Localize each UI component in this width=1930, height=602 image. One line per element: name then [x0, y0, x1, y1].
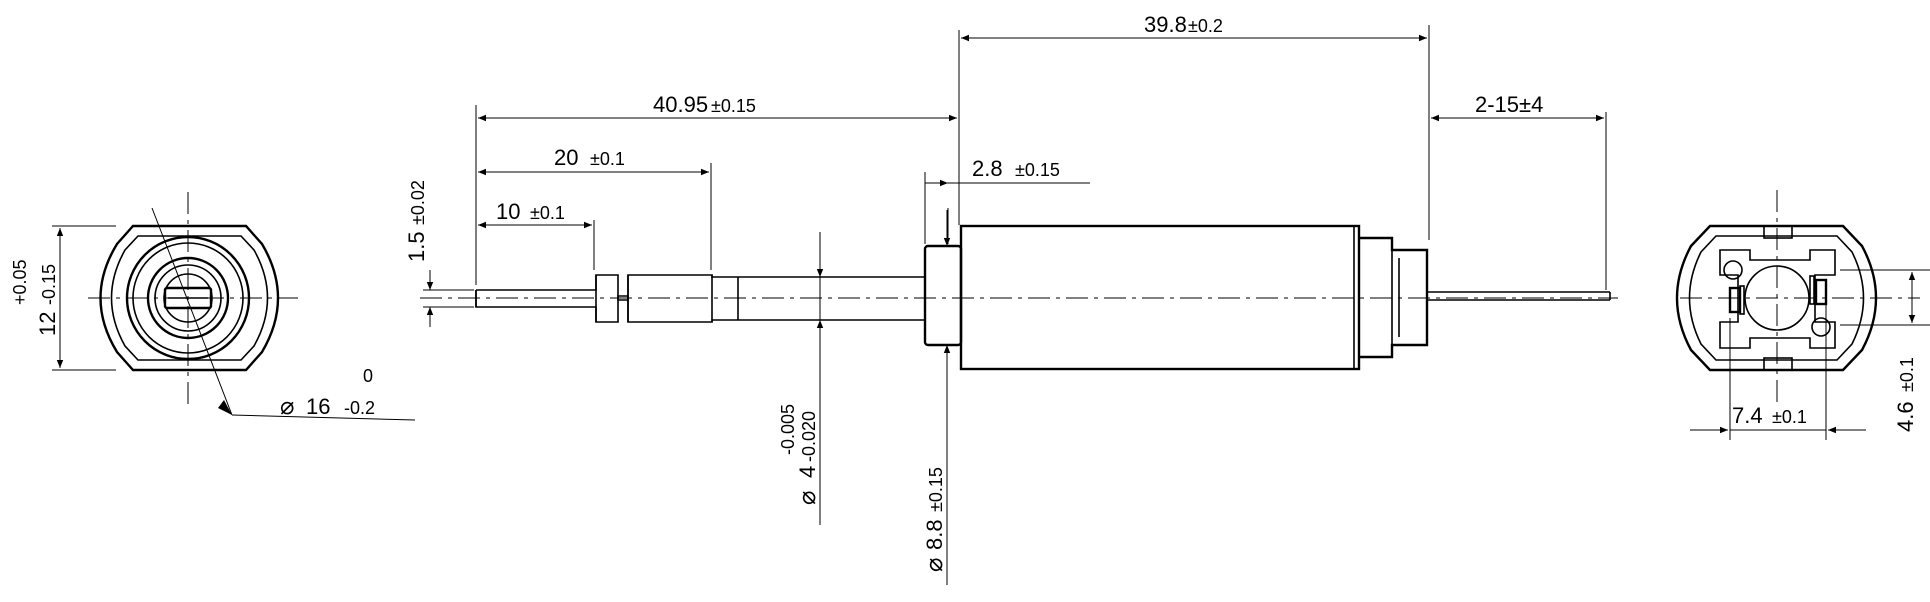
svg-text:+0.05: +0.05	[10, 259, 30, 305]
side-view	[420, 224, 1618, 371]
svg-text:1.5: 1.5	[404, 231, 429, 262]
svg-text:⌀: ⌀	[280, 392, 294, 420]
dim-2-15: 2-15±4	[1475, 92, 1543, 117]
dim-shaft-diameter: ⌀ 4 -0.020 -0.005	[778, 404, 821, 505]
svg-text:2.8: 2.8	[972, 156, 1003, 181]
svg-text:40.95: 40.95	[653, 92, 708, 117]
svg-text:±0.15: ±0.15	[711, 96, 756, 116]
dim-4-6: 4.6 ±0.1	[1893, 357, 1918, 432]
svg-text:2-15±4: 2-15±4	[1475, 92, 1543, 117]
dim-39-8: 39.8 ±0.2	[1144, 12, 1223, 37]
svg-text:-0.2: -0.2	[344, 398, 375, 418]
svg-text:±0.2: ±0.2	[1188, 16, 1223, 36]
svg-text:±0.02: ±0.02	[408, 180, 428, 225]
svg-text:8.8: 8.8	[922, 519, 947, 550]
svg-text:±0.1: ±0.1	[1772, 407, 1807, 427]
dim-20: 20 ±0.1	[554, 145, 625, 170]
dim-2-8: 2.8 ±0.15	[972, 156, 1060, 181]
svg-text:⌀: ⌀	[793, 491, 821, 505]
svg-text:10: 10	[496, 199, 520, 224]
dim-40-95: 40.95 ±0.15	[653, 92, 756, 117]
svg-text:⌀: ⌀	[920, 558, 948, 572]
svg-text:±0.1: ±0.1	[530, 203, 565, 223]
svg-text:-0.005: -0.005	[778, 404, 798, 455]
front-height-dimension: 12 -0.15 +0.05	[10, 259, 60, 336]
svg-text:±0.15: ±0.15	[1015, 160, 1060, 180]
svg-text:±0.1: ±0.1	[590, 149, 625, 169]
svg-text:-0.020: -0.020	[799, 411, 819, 462]
side-view-dimension-lines	[423, 25, 1607, 585]
front-diameter-dimension: 0 ⌀ 16 -0.2	[280, 366, 375, 420]
svg-text:±0.15: ±0.15	[926, 467, 946, 512]
dim-1-5: 1.5 ±0.02	[404, 180, 429, 262]
dim-10: 10 ±0.1	[496, 199, 565, 224]
svg-text:±0.1: ±0.1	[1897, 357, 1917, 392]
svg-text:-0.15: -0.15	[39, 264, 59, 305]
svg-text:39.8: 39.8	[1144, 12, 1187, 37]
svg-text:12: 12	[35, 312, 60, 336]
front-view	[52, 192, 416, 421]
svg-text:0: 0	[363, 366, 373, 386]
rear-view	[1675, 190, 1930, 440]
svg-text:16: 16	[306, 394, 330, 419]
dim-flange-diameter: ⌀ 8.8 ±0.15	[920, 467, 948, 572]
dim-7-4: 7.4 ±0.1	[1732, 403, 1807, 428]
svg-text:4: 4	[795, 466, 820, 478]
svg-text:20: 20	[554, 145, 578, 170]
svg-text:4.6: 4.6	[1893, 401, 1918, 432]
svg-text:7.4: 7.4	[1732, 403, 1763, 428]
